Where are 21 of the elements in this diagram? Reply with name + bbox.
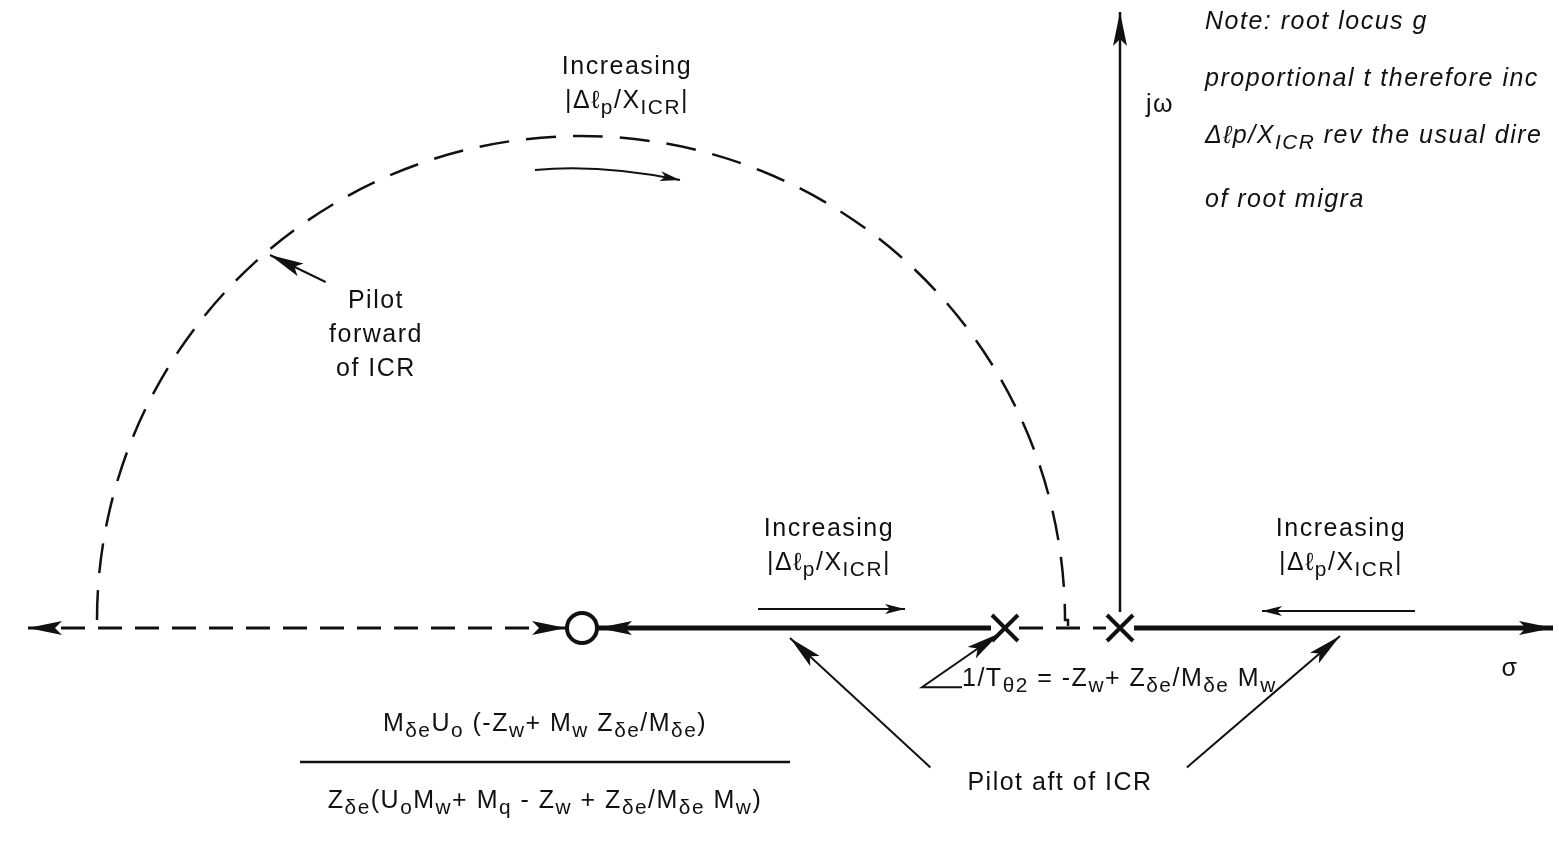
axis-label: σ bbox=[1500, 652, 1520, 683]
axis-label: jω bbox=[1144, 88, 1176, 119]
root-locus-branch bbox=[1134, 621, 1553, 635]
formula-denominator: Z$_{δe}$(U$_{o}$M$_{w}$+ M$_{q}$ - Z$_{w}$ + Z$_{δe}$/M$_{δe}$ M$_{w}$) bbox=[326, 784, 764, 820]
direction-label: Increasing |Δℓ$_{p}$/X$_{ICR}$| bbox=[1274, 512, 1408, 582]
root-locus-branch bbox=[598, 621, 991, 635]
root-locus-branch bbox=[28, 621, 566, 635]
root-locus-branch bbox=[1019, 626, 1106, 630]
direction-label: Increasing |Δℓ$_{p}$/X$_{ICR}$| bbox=[560, 50, 694, 120]
leader-line bbox=[789, 637, 932, 769]
leader-label: Pilot aft of ICR bbox=[925, 764, 1195, 798]
zero-mark bbox=[565, 611, 599, 645]
formula-label: 1/T$_{θ2}$ = -Z$_{w}$+ Z$_{δe}$/M$_{δe}$ M$_{w}$ bbox=[962, 660, 1292, 702]
note-text: Note: root locus g proportional t therefore inc Δℓp/X$_{ICR}$ rev the usual dire of root migra bbox=[1205, 5, 1544, 214]
pole-mark bbox=[990, 613, 1020, 643]
pole-mark bbox=[1105, 613, 1135, 643]
leader-line bbox=[1185, 635, 1341, 769]
leader-line bbox=[269, 254, 327, 283]
leader-label: Pilot forward of ICR bbox=[320, 282, 432, 384]
formula-numerator: M$_{δe}$U$_{o}$ (-Z$_{w}$+ M$_{w}$ Z$_{δe}$/M$_{δe}$) bbox=[381, 707, 709, 743]
direction-label: Increasing |Δℓ$_{p}$/X$_{ICR}$| bbox=[762, 512, 896, 582]
